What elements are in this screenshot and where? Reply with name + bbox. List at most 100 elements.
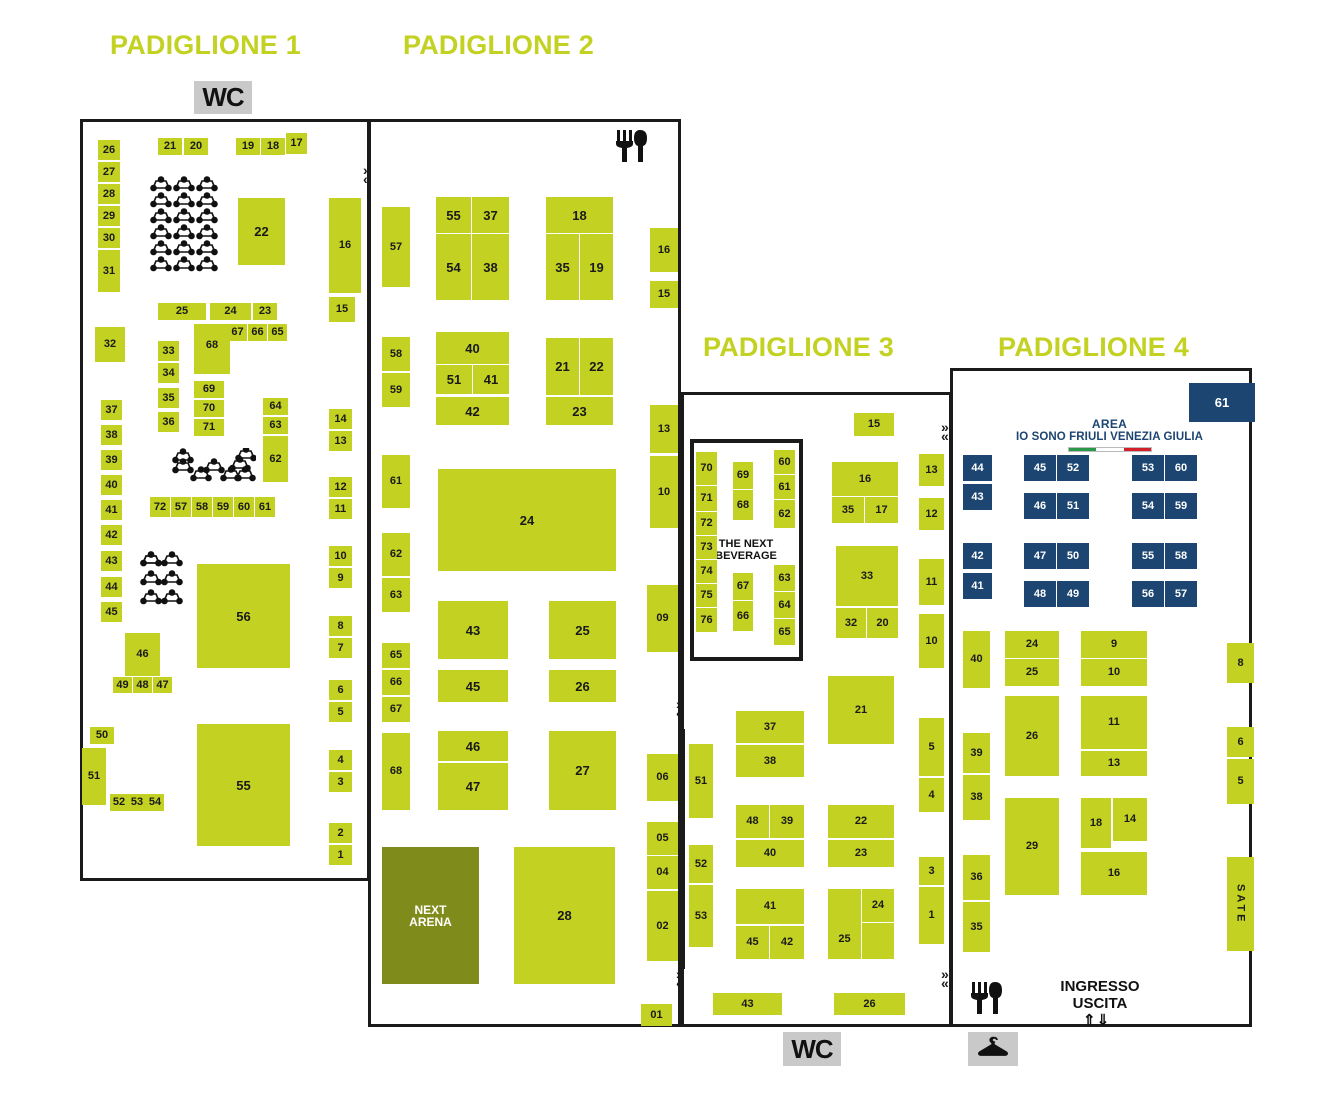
stand-pad2-21[interactable]: 21 [546,338,579,395]
stand-pad2-55[interactable]: 55 [436,197,471,233]
stand-pad2-51[interactable]: 51 [436,365,472,394]
stand-pad1-47[interactable]: 47 [153,677,172,693]
stand-pad4-54[interactable]: 54 [1132,493,1164,519]
stand-pad1-23[interactable]: 23 [253,303,277,320]
stand-pad1-66[interactable]: 66 [248,324,267,341]
stand-pad3-26[interactable]: 26 [834,993,905,1015]
stand-pad1-36[interactable]: 36 [158,412,179,432]
stand-pad1-45[interactable]: 45 [101,602,122,622]
stand-pad1-4[interactable]: 4 [329,750,352,770]
stand-pad2-66[interactable]: 66 [382,670,410,695]
stand-pad4-48[interactable]: 48 [1024,581,1056,607]
stand-pad2-16[interactable]: 16 [650,228,678,272]
stand-pad3-23[interactable]: 23 [828,840,894,867]
stand-pad3-39[interactable]: 39 [770,805,804,838]
stand-pad3-43[interactable]: 43 [713,993,782,1015]
stand-pad2-54[interactable]: 54 [436,234,471,300]
stand-pad1-54[interactable]: 54 [146,794,164,811]
stand-pad1-16[interactable]: 16 [329,198,361,293]
stand-pad1-57[interactable]: 57 [171,497,191,517]
stand-pad3-33[interactable]: 33 [836,546,898,606]
stand-pad2-65[interactable]: 65 [382,643,410,668]
stand-pad1-72[interactable]: 72 [150,497,170,517]
stand-pad4-6[interactable]: 6 [1227,727,1254,757]
stand-pad2-61[interactable]: 61 [382,455,410,508]
stand-pad3-24[interactable]: 24 [862,889,894,922]
stand-pad1-14[interactable]: 14 [329,409,352,429]
stand-pad3-13[interactable]: 13 [919,454,944,486]
stand-pad1-13[interactable]: 13 [329,431,352,451]
stand-pad1-2[interactable]: 2 [329,823,352,843]
stand-pad3-32[interactable]: 32 [836,608,866,638]
stand-pad3-73[interactable]: 73 [696,536,717,559]
stand-pad3-66[interactable]: 66 [733,601,753,631]
stand-pad1-71[interactable]: 71 [194,419,224,436]
stand-pad1-8[interactable]: 8 [329,616,352,636]
stand-pad1-31[interactable]: 31 [98,250,120,292]
stand-pad1-11[interactable]: 11 [329,499,352,519]
wardrobe-badge[interactable] [968,1032,1018,1066]
stand-pad2-25[interactable]: 25 [549,601,616,659]
stand-pad1-26[interactable]: 26 [98,140,120,160]
stand-pad4-44[interactable]: 44 [963,455,992,481]
stand-pad2-46[interactable]: 46 [438,731,508,761]
stand-pad1-9[interactable]: 9 [329,568,352,588]
wc-badge-bottom[interactable]: WC [783,1032,841,1066]
stand-pad2-06[interactable]: 06 [647,754,678,801]
stand-pad2-01[interactable]: 01 [641,1004,672,1026]
stand-pad3-60[interactable]: 60 [774,450,795,474]
stand-pad1-20[interactable]: 20 [184,138,208,155]
stand-pad3-35[interactable]: 35 [832,497,864,523]
stand-pad4-43[interactable]: 43 [963,484,992,510]
stand-pad3-45[interactable]: 45 [736,926,769,959]
stand-pad2-27[interactable]: 27 [549,731,616,810]
stand-pad2-24[interactable]: 24 [438,469,616,571]
stand-pad3-51[interactable]: 51 [689,744,713,818]
stand-pad4-39[interactable]: 39 [963,733,990,773]
stand-pad2-47[interactable]: 47 [438,763,508,810]
next-arena-block[interactable]: NEXT ARENA [382,847,479,984]
stand-pad2-22[interactable]: 22 [580,338,613,395]
stand-pad4-53[interactable]: 53 [1132,455,1164,481]
stand-pad4-42[interactable]: 42 [963,543,992,569]
stand-pad2-15[interactable]: 15 [650,281,678,308]
stand-pad3-67[interactable]: 67 [733,573,753,600]
stand-pad1-39[interactable]: 39 [101,450,122,470]
stand-pad3-25-ext[interactable] [862,923,894,959]
stand-pad3-74[interactable]: 74 [696,560,717,583]
stand-pad1-53[interactable]: 53 [128,794,146,811]
stand-pad1-48[interactable]: 48 [133,677,152,693]
stand-pad1-64[interactable]: 64 [263,398,288,415]
stand-pad1-29[interactable]: 29 [98,206,120,226]
stand-pad3-64[interactable]: 64 [774,592,795,618]
stand-pad3-38[interactable]: 38 [736,745,804,777]
stand-pad3-16[interactable]: 16 [832,462,898,496]
stand-pad1-30[interactable]: 30 [98,228,120,248]
stand-pad1-52[interactable]: 52 [110,794,128,811]
stand-pad1-67[interactable]: 67 [228,324,247,341]
stand-pad2-28[interactable]: 28 [514,847,615,984]
stand-pad3-21[interactable]: 21 [828,676,894,744]
stand-pad1-65[interactable]: 65 [268,324,287,341]
stand-pad1-49[interactable]: 49 [113,677,132,693]
stand-pad3-70[interactable]: 70 [696,452,717,485]
stand-pad1-38[interactable]: 38 [101,425,122,445]
stand-pad1-28[interactable]: 28 [98,184,120,204]
stand-pad4-57[interactable]: 57 [1165,581,1197,607]
stand-pad1-59[interactable]: 59 [213,497,233,517]
stand-pad2-59[interactable]: 59 [382,373,410,407]
stand-pad2-40[interactable]: 40 [436,332,509,364]
stand-pad3-62[interactable]: 62 [774,500,795,528]
stand-pad1-42[interactable]: 42 [101,525,122,545]
stand-pad2-63[interactable]: 63 [382,578,410,612]
stand-pad4-5[interactable]: 5 [1227,759,1254,804]
stand-pad2-57[interactable]: 57 [382,207,410,287]
stand-pad1-37[interactable]: 37 [101,400,122,420]
stand-pad1-32[interactable]: 32 [95,327,125,362]
stand-pad3-25[interactable]: 25 [828,889,861,959]
stand-pad2-58[interactable]: 58 [382,337,410,371]
stand-pad4-10[interactable]: 10 [1081,659,1147,686]
stand-pad4-16[interactable]: 16 [1081,852,1147,895]
stand-pad4-47[interactable]: 47 [1024,543,1056,569]
stand-pad3-1[interactable]: 1 [919,887,944,944]
